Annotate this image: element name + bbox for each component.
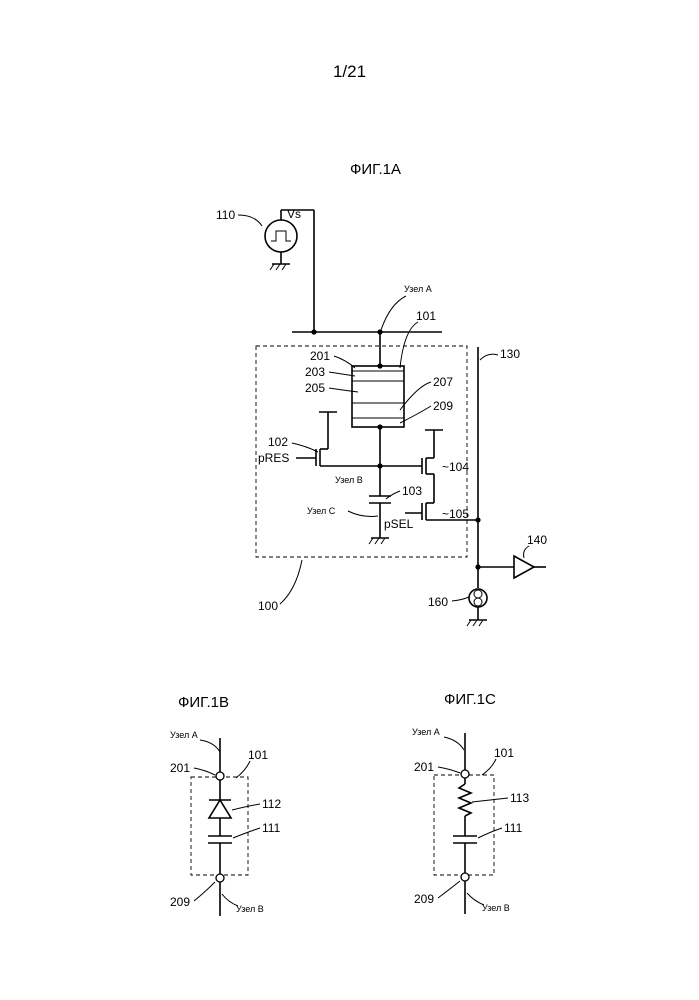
ref-209-1c: 209 [414,892,434,906]
figure-1c-title: ФИГ.1С [444,691,496,708]
pres-label: pRES [258,451,289,465]
node-b-label-1b: Узел В [236,904,264,914]
figure-1b: ФИГ.1В Узел А 101 201 112 111 209 Узел В [170,694,281,916]
amplifier-transistor [422,430,443,503]
ref-209-1b: 209 [170,895,190,909]
current-source [467,589,487,626]
leader-101-1b [236,761,250,778]
leader-103 [386,491,400,499]
leader-112 [232,804,260,810]
ref-100: 100 [258,599,278,613]
ref-105: ~105 [442,507,469,521]
node-c-label: Узел С [307,506,336,516]
diode-112 [209,800,231,818]
leader-101-a [400,322,418,368]
psel-label: pSEL [384,517,414,531]
leader-node-a-1c [444,737,464,750]
leader-100 [280,560,302,604]
ref-111-1c: 111 [504,821,523,835]
column-amplifier [514,556,534,578]
leader-201-1c [438,767,460,773]
resistor-113 [459,784,471,816]
ref-203: 203 [305,365,325,379]
leader-201-1b [194,768,215,775]
vs-label: Vs [287,207,301,221]
leader-209-1b [194,882,215,901]
ref-112: 112 [262,797,281,811]
node-b-label: Узел В [335,475,363,485]
ref-113: 113 [510,791,529,805]
ref-209-a: 209 [433,399,453,413]
leader-101-1c [482,759,496,775]
ref-101-1b: 101 [248,748,268,762]
capacitor-111-1c [453,836,477,843]
leader-113 [472,798,508,802]
node-a-label: Узел А [404,284,432,294]
figure-1a-title: ФИГ.1А [350,161,401,178]
ref-104: ~104 [442,460,469,474]
ref-205: 205 [305,381,325,395]
ref-160: 160 [428,595,448,609]
ref-201-a: 201 [310,349,330,363]
ref-102: 102 [268,435,288,449]
node-a-label-1b: Узел А [170,730,198,740]
leader-node-c [348,511,378,516]
figure-1a: ФИГ.1А Vs 110 Узел А [216,161,547,626]
ref-110: 110 [216,208,235,222]
leader-130 [480,354,498,360]
leader-205 [329,388,358,392]
ref-207: 207 [433,375,453,389]
figure-1b-title: ФИГ.1В [178,694,229,711]
ref-101-1c: 101 [494,746,514,760]
leader-160 [452,597,469,601]
ref-101-a: 101 [416,309,436,323]
ref-111-1b: 111 [262,821,281,835]
leader-140 [524,546,529,558]
ref-140: 140 [527,533,547,547]
leader-node-a-1b [200,740,220,752]
leader-node-a [381,296,406,330]
ref-201-1c: 201 [414,760,434,774]
ref-130: 130 [500,347,520,361]
node-a-label-1c: Узел А [412,727,440,737]
leader-209-1c [438,881,460,898]
node-b-label-1c: Узел В [482,903,510,913]
capacitor-111-1b [208,836,232,843]
leader-110 [238,215,262,226]
leader-111-1c [478,828,502,838]
ref-103: 103 [402,484,422,498]
leader-203 [329,372,355,376]
leader-102 [292,443,318,452]
reset-transistor [296,412,337,466]
figure-1c: ФИГ.1С Узел А 101 201 113 111 209 Узел В [412,691,529,914]
photoelectric-stack [352,366,404,427]
leader-111-1b [233,828,260,838]
ref-201-1b: 201 [170,761,190,775]
